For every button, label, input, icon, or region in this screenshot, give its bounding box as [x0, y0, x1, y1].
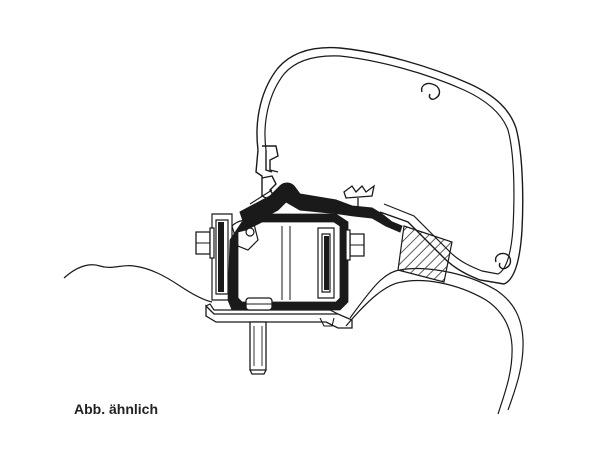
vehicle-side-wall-inner — [346, 281, 512, 414]
adapter-top-profile-outline — [250, 190, 338, 206]
cassette-bottom-hook — [496, 253, 511, 268]
cassette-clip-top — [262, 146, 278, 172]
wing-nut — [344, 186, 374, 198]
adapter-left-channel — [212, 214, 232, 300]
bolt-shaft — [250, 322, 266, 370]
vehicle-side-wall-outer — [350, 269, 523, 410]
left-washer — [210, 228, 214, 258]
adapter-base-plate — [206, 306, 352, 328]
vehicle-roof-outline — [64, 265, 212, 302]
cassette-clip-lower — [262, 176, 276, 196]
adapter-top-profile — [240, 183, 402, 232]
hatched-spacer-block — [398, 226, 452, 282]
left-channel-bar — [218, 222, 224, 292]
left-clamp-jaw — [232, 220, 258, 250]
right-channel-bar — [324, 236, 329, 290]
figure-caption: Abb. ähnlich — [74, 401, 158, 417]
awning-cassette-outer — [257, 48, 523, 284]
awning-cassette-inner — [265, 56, 514, 274]
base-right-clip — [320, 318, 334, 326]
left-pivot-pin — [246, 228, 254, 236]
right-washer — [346, 230, 350, 260]
cassette-top-hook — [422, 83, 440, 99]
bolt-thread — [254, 326, 262, 366]
base-plate-lip — [206, 304, 338, 314]
adapter-inner-left-wall — [282, 226, 290, 300]
adapter-inner-right-channel — [318, 228, 334, 298]
cassette-left-stem — [256, 150, 272, 200]
bolt-tip — [250, 370, 266, 374]
